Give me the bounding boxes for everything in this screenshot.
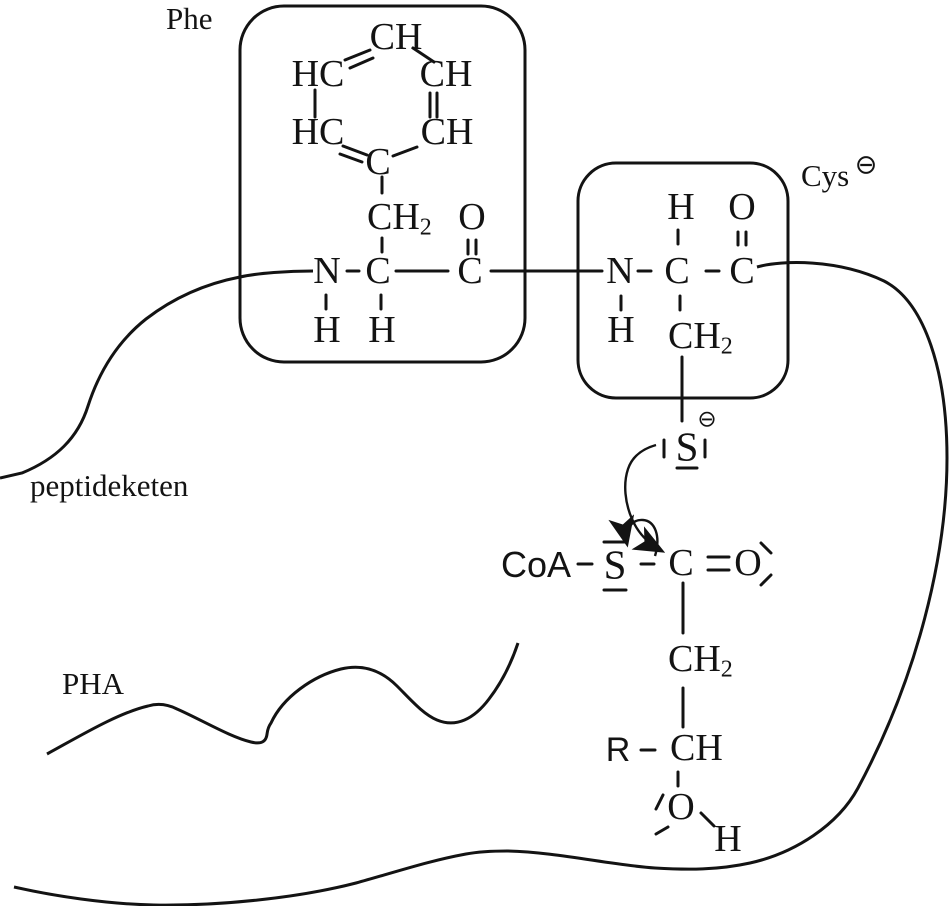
cys-h-on-alpha-atom: H [667,186,695,228]
hydroxyacyl-ch2-label: CH2 [668,638,733,683]
cys-minus-charge-icon: ⊖ [854,149,878,181]
electron-arrow-s-to-c-icon [624,443,666,553]
thioester-c-atom: C [668,542,694,584]
cys-h-on-n-atom: H [607,309,635,351]
phe-residue-box [238,4,527,364]
hydroxyacyl-r-group: R [605,731,631,769]
cys-c-carbonyl-atom: C [729,250,755,292]
hydroxyl-h-atom: H [714,818,742,860]
pha-curve [46,642,520,756]
phe-n-atom: N [313,250,341,292]
cys-bonds [619,228,748,423]
phe-ring-lower-left-atom: HC [291,111,345,153]
phe-ch2-label: CH2 [367,196,432,241]
phe-ring-top-atom: CH [369,16,423,58]
phe-ring-bonds [313,46,439,164]
hydroxyacyl-ch-label: CH [670,727,723,769]
phe-c-alpha-atom: C [365,250,391,292]
phe-h-on-alpha-atom: H [368,309,396,351]
pha-label: PHA [62,666,125,701]
phe-ring-upper-left-atom: HC [291,53,345,95]
cys-c-alpha-atom: C [664,250,690,292]
phe-ring-lower-right-atom: CH [420,111,474,153]
phe-ring-upper-right-atom: CH [419,53,473,95]
thioester-o-atom: O [734,542,762,584]
peptide-chain-curve-right [13,261,949,906]
phe-c-carbonyl-atom: C [457,250,483,292]
peptide-chain-label: peptideketen [30,468,189,503]
cys-ch2-label: CH2 [668,315,733,360]
cys-thiolate-s-atom: S [675,423,699,470]
peptide-chain-curve-left [0,269,314,480]
phe-bonds [324,175,478,311]
phe-ring-bottom-atom: C [365,141,391,183]
hydroxyl-o-atom: O [667,786,695,828]
cys-carbonyl-o-atom: O [728,186,756,228]
phe-label: Phe [166,1,213,36]
hydroxyacyl-bonds [639,686,716,836]
coa-label: CoA [501,544,572,585]
phe-h-on-n-atom: H [313,309,341,351]
thiolate-lone-pair-marks [662,438,707,470]
phe-carbonyl-o-atom: O [458,196,486,238]
cys-n-atom: N [606,250,634,292]
cys-label: Cys [801,158,850,193]
thiolate-minus-charge-icon: ⊖ [697,406,717,433]
electron-arrow-bond-to-s-icon [608,514,659,557]
thioester-s-atom: S [603,541,627,588]
